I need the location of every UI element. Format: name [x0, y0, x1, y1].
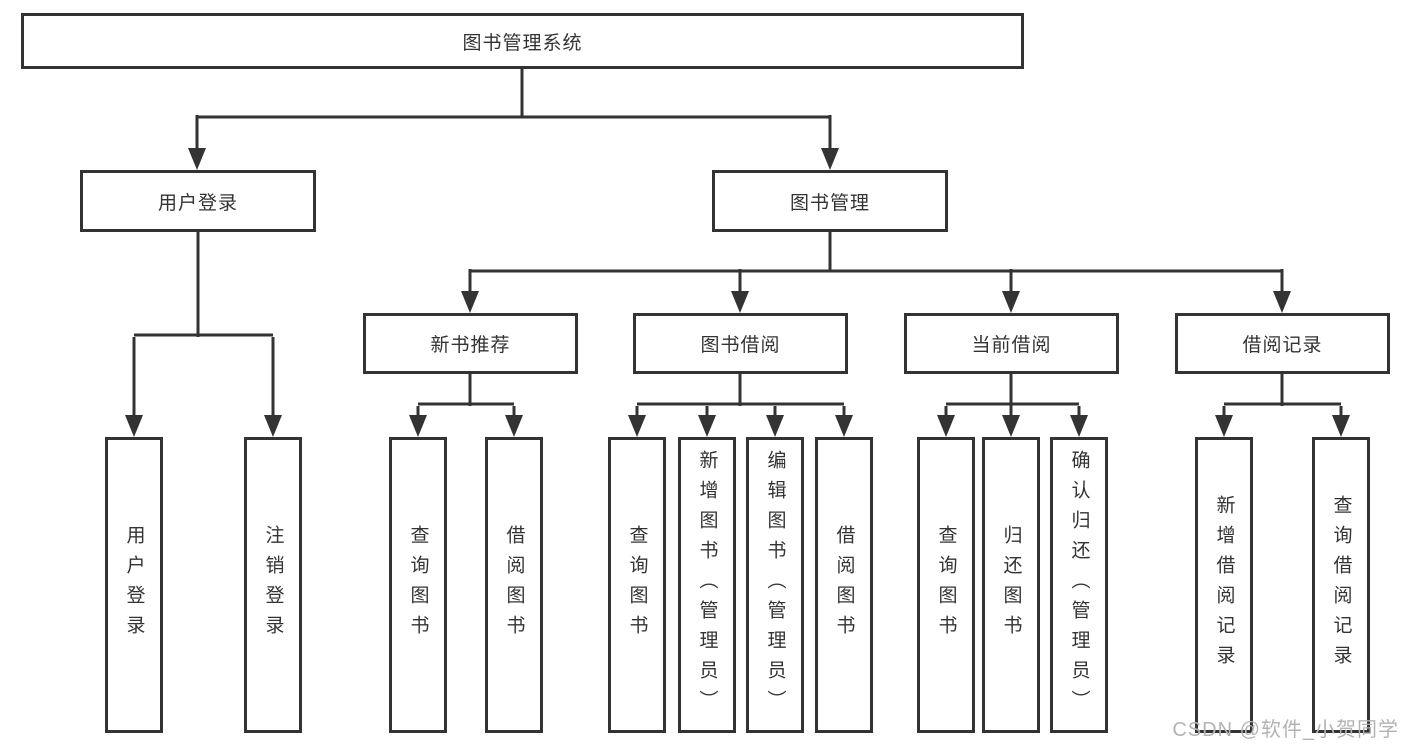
node-leaf-confirm-return-admin: 确认归还（管理员） [1050, 437, 1108, 733]
node-label: 编辑图书（管理员） [764, 450, 786, 720]
node-leaf-query-borrow-record: 查询借阅记录 [1312, 437, 1370, 733]
node-borrow-records: 借阅记录 [1175, 313, 1390, 374]
node-current-borrow: 当前借阅 [904, 313, 1119, 374]
node-label: 查询图书 [626, 525, 648, 645]
node-system-root: 图书管理系统 [21, 13, 1024, 69]
node-label: 归还图书 [1000, 525, 1022, 645]
node-label: 查询借阅记录 [1330, 495, 1352, 675]
node-leaf-return-books: 归还图书 [982, 437, 1040, 733]
node-label: 确认归还（管理员） [1068, 450, 1090, 720]
node-book-management: 图书管理 [712, 170, 948, 232]
node-label: 注销登录 [262, 525, 284, 645]
node-book-borrow: 图书借阅 [633, 313, 848, 374]
node-label: 查询图书 [935, 525, 957, 645]
node-leaf-query-books-2: 查询图书 [608, 437, 666, 733]
csdn-watermark: CSDN @软件_小贺同学 [1172, 719, 1399, 741]
node-label: 用户登录 [123, 525, 145, 645]
node-label: 查询图书 [407, 525, 429, 645]
node-leaf-query-books-1: 查询图书 [389, 437, 447, 733]
node-label: 新增图书（管理员） [696, 450, 718, 720]
tree-edges [132, 69, 1343, 418]
node-leaf-add-borrow-record: 新增借阅记录 [1195, 437, 1253, 733]
node-user-login-group: 用户登录 [80, 170, 316, 232]
node-leaf-logout: 注销登录 [244, 437, 302, 733]
node-leaf-borrow-books-2: 借阅图书 [815, 437, 873, 733]
node-new-book-recommend: 新书推荐 [363, 313, 578, 374]
node-leaf-add-books-admin: 新增图书（管理员） [678, 437, 736, 733]
arrowheads [125, 148, 1350, 437]
node-leaf-borrow-books-1: 借阅图书 [485, 437, 543, 733]
node-leaf-query-books-3: 查询图书 [917, 437, 975, 733]
node-label: 借阅图书 [833, 525, 855, 645]
node-label: 新增借阅记录 [1213, 495, 1235, 675]
node-label: 借阅图书 [503, 525, 525, 645]
node-leaf-edit-books-admin: 编辑图书（管理员） [746, 437, 804, 733]
node-leaf-user-login: 用户登录 [105, 437, 163, 733]
